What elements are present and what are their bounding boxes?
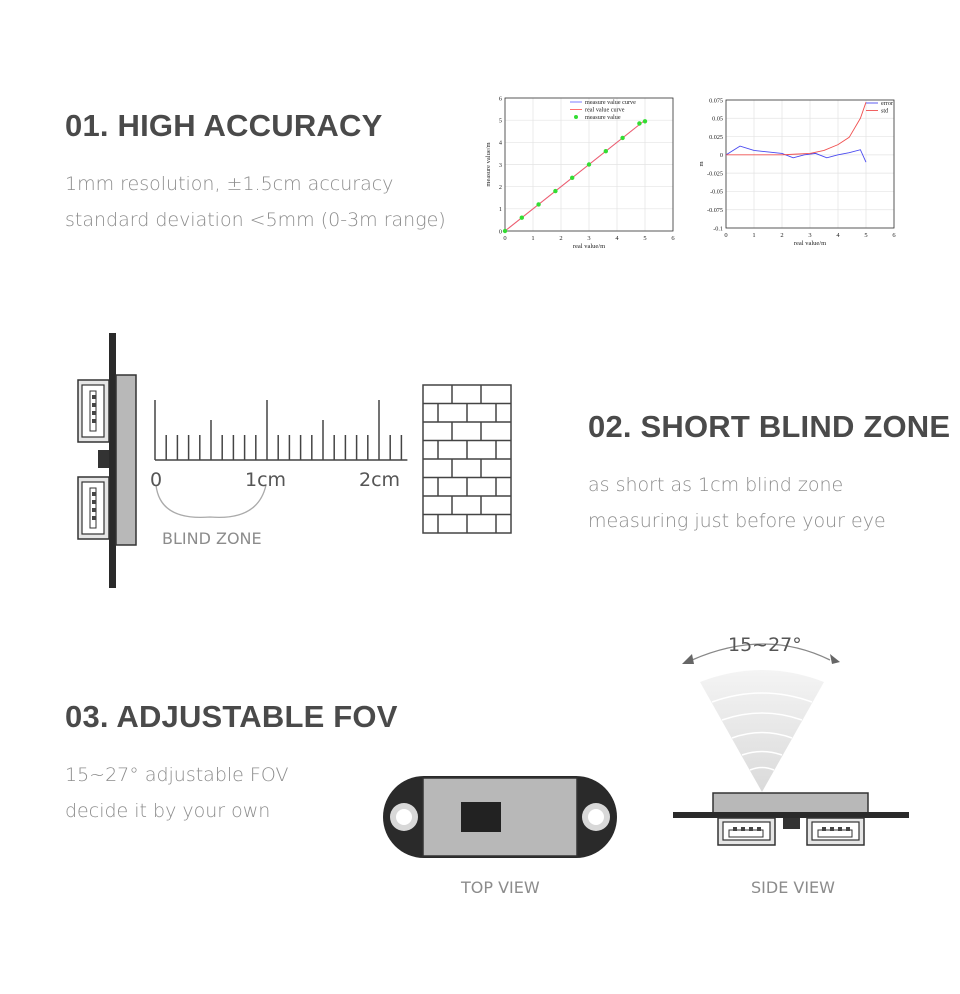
legend-label: measure value curve	[585, 99, 636, 106]
y-tick-label: -0.075	[707, 207, 723, 214]
x-tick-label: 3	[587, 235, 590, 242]
data-point	[570, 175, 575, 180]
x-tick-label: 1	[752, 232, 755, 239]
section1-line1: 1mm resolution, ±1.5cm accuracy	[65, 173, 394, 195]
legend-label: real value curve	[585, 107, 625, 114]
fov-label: 15~27°	[728, 634, 802, 656]
y-tick-label: 0	[720, 152, 723, 159]
y-tick-label: -0.025	[707, 170, 723, 177]
x-tick-label: 3	[808, 232, 811, 239]
data-point	[519, 215, 524, 220]
x-tick-label: 5	[864, 232, 867, 239]
fov-arrow-right	[830, 654, 840, 664]
brick-wall-graphic	[422, 384, 512, 534]
plot-frame	[504, 97, 674, 232]
blind-zone-arc	[155, 484, 267, 519]
side-view-label: SIDE VIEW	[751, 878, 835, 897]
y-axis-label: m	[698, 161, 705, 166]
data-point	[502, 228, 508, 234]
x-tick-label: 0	[724, 232, 727, 239]
ruler	[154, 400, 408, 461]
ruler-label-2cm: 2cm	[359, 469, 401, 491]
legend-label: error	[881, 100, 893, 107]
legend-label: std	[881, 108, 889, 115]
y-tick-label: 1	[499, 206, 502, 213]
ruler-label-0: 0	[150, 469, 163, 491]
y-tick-label: 0.05	[712, 116, 723, 123]
x-tick-label: 4	[615, 235, 619, 242]
x-axis-label: real value/m	[573, 243, 605, 250]
x-tick-label: 5	[643, 235, 646, 242]
data-point	[620, 135, 625, 141]
x-tick-label: 2	[780, 232, 783, 239]
series-line	[726, 102, 867, 156]
data-point	[553, 188, 558, 194]
top-view-label: TOP VIEW	[461, 878, 540, 897]
y-tick-label: 2	[499, 184, 502, 191]
fov-arc	[691, 643, 831, 661]
ruler-label-1cm: 1cm	[245, 469, 287, 491]
x-axis-label: real value/m	[794, 240, 826, 247]
data-point	[586, 162, 592, 167]
plot-frame	[725, 99, 895, 229]
section3-title: 03. ADJUSTABLE FOV	[65, 699, 398, 734]
section3-line2: decide it by your own	[65, 800, 271, 822]
fov-arrow-left	[682, 654, 694, 664]
series-line	[725, 145, 867, 163]
blind-zone-illustration	[77, 333, 512, 588]
y-tick-label: -0.05	[710, 189, 723, 196]
data-point	[642, 119, 648, 124]
measure-chart: 0 1 2 3 4 5 6 0 1 2 3 4 5 6 real value/m measure value/…	[485, 95, 675, 250]
section1-line2: standard deviation <5mm (0-3m range)	[65, 209, 446, 231]
y-tick-label: 3	[499, 162, 502, 169]
y-tick-label: 0	[499, 228, 502, 235]
blind-zone-label: BLIND ZONE	[162, 529, 262, 548]
data-point	[603, 149, 608, 154]
legend-marker	[574, 115, 578, 119]
section2-line2: measuring just before your eye	[588, 510, 886, 532]
x-tick-label: 0	[503, 235, 506, 242]
legend-label: measure value	[585, 114, 621, 121]
section2-line1: as short as 1cm blind zone	[588, 474, 844, 496]
x-tick-label: 4	[836, 232, 840, 239]
x-tick-label: 6	[892, 232, 896, 239]
y-tick-label: 0.075	[709, 97, 723, 104]
sensor-side-graphic	[77, 333, 137, 588]
y-tick-label: 0.025	[709, 134, 723, 141]
data-point	[637, 121, 642, 126]
y-tick-label: 6	[499, 95, 502, 102]
section3-line1: 15~27° adjustable FOV	[65, 764, 289, 786]
section2-title: 02. SHORT BLIND ZONE	[588, 409, 951, 444]
side-view-graphic	[673, 643, 909, 846]
y-tick-label: -0.1	[713, 225, 723, 232]
y-axis-label: measure value/m	[485, 142, 492, 186]
x-tick-label: 6	[671, 235, 675, 242]
top-view-graphic	[383, 776, 617, 858]
section1-title: 01. HIGH ACCURACY	[65, 108, 383, 143]
data-point	[536, 202, 541, 207]
x-tick-label: 2	[559, 235, 562, 242]
fov-beam	[700, 670, 824, 792]
y-tick-label: 4	[499, 140, 502, 147]
y-tick-label: 5	[499, 117, 502, 124]
x-tick-label: 1	[531, 235, 534, 242]
error-chart: 0 1 2 3 4 5 6 0.075 0.05 0.025 0 -0.025 -0.05 -0.075 -…	[698, 97, 896, 247]
